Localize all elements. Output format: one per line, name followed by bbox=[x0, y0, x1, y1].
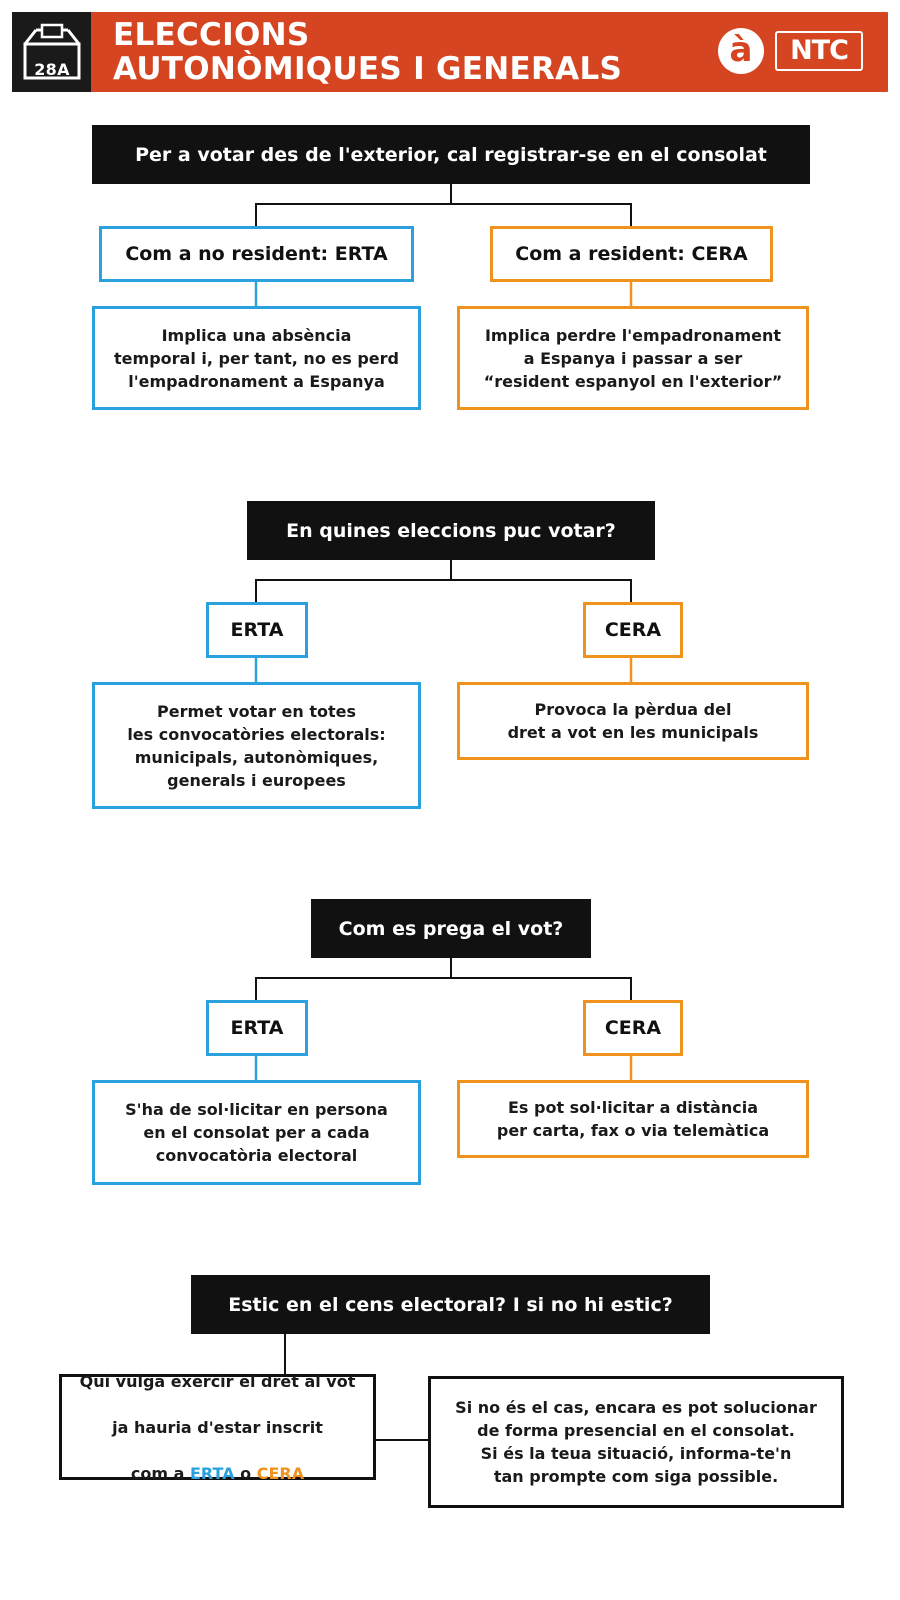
a-punt-logo: à bbox=[718, 28, 764, 74]
erta-highlight: ERTA bbox=[189, 1463, 235, 1483]
census-left-line-1: Qui vulga exercir el dret al vot bbox=[79, 1371, 356, 1391]
census-left-box: Qui vulga exercir el dret al vot ja haur… bbox=[59, 1372, 376, 1483]
page-title: ELECCIONS AUTONÒMIQUES I GENERALS bbox=[113, 18, 622, 86]
question-3: Com es prega el vot? bbox=[311, 899, 591, 958]
question-2: En quines eleccions puc votar? bbox=[247, 501, 655, 560]
question-4: Estic en el cens electoral? I si no hi e… bbox=[191, 1275, 710, 1334]
census-left-line-3-mid: o bbox=[234, 1463, 257, 1483]
census-right-box: Si no és el cas, encara es pot soluciona… bbox=[428, 1376, 844, 1508]
cera-label-box: Com a resident: CERA bbox=[490, 226, 773, 282]
census-left-line-3-pre: com a bbox=[130, 1463, 190, 1483]
cera-description: Provoca la pèrdua del dret a vot en les … bbox=[457, 682, 809, 760]
title-line-1: ELECCIONS bbox=[113, 17, 310, 53]
cera-label-box: CERA bbox=[583, 602, 683, 658]
ballot-box-icon bbox=[23, 23, 81, 80]
erta-label-box: ERTA bbox=[206, 1000, 308, 1056]
census-left-text: Qui vulga exercir el dret al vot ja haur… bbox=[80, 1347, 356, 1508]
badge-label: 28A bbox=[34, 60, 70, 79]
census-left-line-2: ja hauria d'estar inscrit bbox=[112, 1417, 323, 1437]
erta-label-box: Com a no resident: ERTA bbox=[99, 226, 414, 282]
cera-label-box: CERA bbox=[583, 1000, 683, 1056]
title-line-2: AUTONÒMIQUES I GENERALS bbox=[113, 51, 623, 87]
erta-label-box: ERTA bbox=[206, 602, 308, 658]
erta-description: S'ha de sol·licitar en persona en el con… bbox=[92, 1080, 421, 1185]
cera-description: Implica perdre l'empadronament a Espanya… bbox=[457, 306, 809, 410]
header-banner: 28A ELECCIONS AUTONÒMIQUES I GENERALS à … bbox=[12, 12, 888, 92]
ballot-badge: 28A bbox=[12, 12, 91, 92]
erta-description: Implica una absència temporal i, per tan… bbox=[92, 306, 421, 410]
erta-description: Permet votar en totes les convocatòries … bbox=[92, 682, 421, 809]
census-left-line-3: com a ERTA o CERA bbox=[80, 1462, 356, 1485]
cera-description: Es pot sol·licitar a distància per carta… bbox=[457, 1080, 809, 1158]
question-1: Per a votar des de l'exterior, cal regis… bbox=[92, 125, 810, 184]
ntc-logo: NTC bbox=[775, 31, 863, 71]
cera-highlight: CERA bbox=[256, 1463, 305, 1483]
